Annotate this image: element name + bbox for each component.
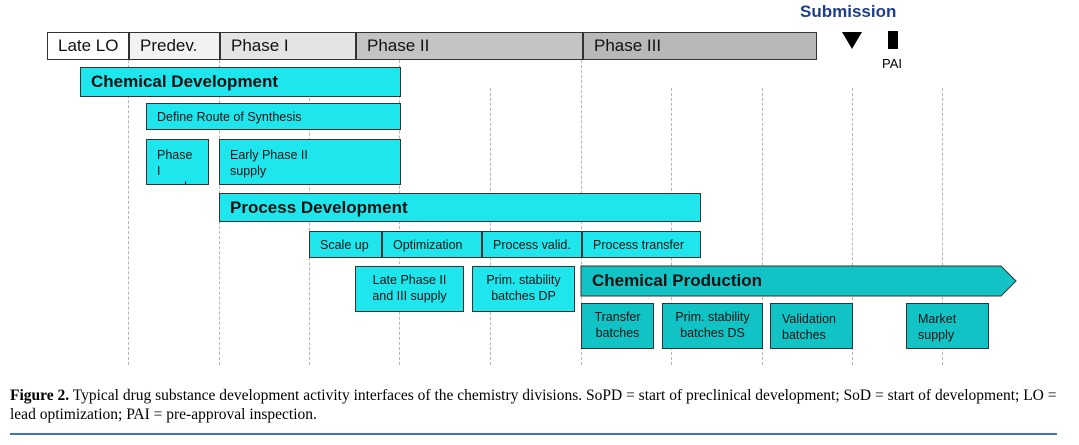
phase-late-lo: Late LO: [47, 32, 129, 60]
phase-1: Phase I: [220, 32, 356, 60]
chemical-development-header: Chemical Development: [80, 67, 401, 97]
box-line: batches DP: [491, 289, 556, 303]
development-timeline-diagram: Submission PAI Late LO Predev. Phase I P…: [47, 2, 1017, 365]
pai-marker-icon: [888, 31, 898, 49]
caption-label: Figure 2.: [10, 387, 70, 404]
optimization-box: Optimization: [382, 231, 482, 258]
box-line: Early Phase II: [230, 148, 308, 162]
guide-line: [852, 88, 853, 365]
process-transfer-box: Process transfer: [582, 231, 701, 258]
chemical-production-arrow: [580, 265, 1017, 297]
box-line: Phase I: [157, 148, 193, 178]
box-line: Prim. stability: [675, 310, 750, 324]
process-development-header: Process Development: [219, 193, 701, 222]
guide-line: [490, 88, 491, 365]
box-line: supply: [157, 179, 198, 184]
phase-3: Phase III: [583, 32, 817, 60]
guide-line: [942, 88, 943, 365]
guide-line: [671, 88, 672, 365]
late-phase-supply-box: Late Phase II and III supply: [355, 266, 464, 312]
market-supply-box: Market supply: [906, 303, 989, 349]
box-line: Prim. stability: [486, 273, 561, 287]
phase-2: Phase II: [356, 32, 583, 60]
validation-batches-box: Validation batches: [770, 303, 853, 349]
transfer-batches-box: Transfer batches: [581, 303, 654, 349]
guide-line: [128, 60, 129, 365]
caption-text: Typical drug substance development activ…: [10, 387, 1057, 423]
early-phase2-supply-box: Early Phase II supply: [219, 139, 401, 185]
submission-marker-icon: [842, 32, 862, 49]
divider-rule: [10, 433, 1057, 435]
box-line: Late Phase II: [372, 273, 447, 287]
box-line: Transfer: [594, 310, 641, 324]
define-route-box: Define Route of Synthesis: [146, 103, 401, 130]
phase-predev: Predev.: [129, 32, 220, 60]
scale-up-box: Scale up: [309, 231, 382, 258]
guide-line: [762, 88, 763, 365]
pai-label: PAI: [882, 56, 902, 71]
guide-line: [309, 88, 310, 365]
prim-stability-dp-box: Prim. stability batches DP: [472, 266, 575, 312]
box-line: and III supply: [372, 289, 447, 303]
submission-label: Submission: [800, 2, 897, 21]
box-line: supply: [230, 164, 267, 178]
phase1-supply-box: Phase I supply: [146, 139, 209, 185]
box-line: Validation: [782, 312, 836, 326]
box-line: batches DS: [680, 326, 745, 340]
prim-stability-ds-box: Prim. stability batches DS: [662, 303, 763, 349]
box-line: batches: [595, 326, 640, 340]
process-valid-box: Process valid.: [482, 231, 582, 258]
box-line: batches: [782, 328, 826, 342]
chemical-production-header: Chemical Production: [592, 271, 763, 290]
figure-caption: Figure 2. Typical drug substance develop…: [10, 386, 1066, 424]
box-line: supply: [918, 328, 955, 342]
box-line: Market: [918, 312, 957, 326]
